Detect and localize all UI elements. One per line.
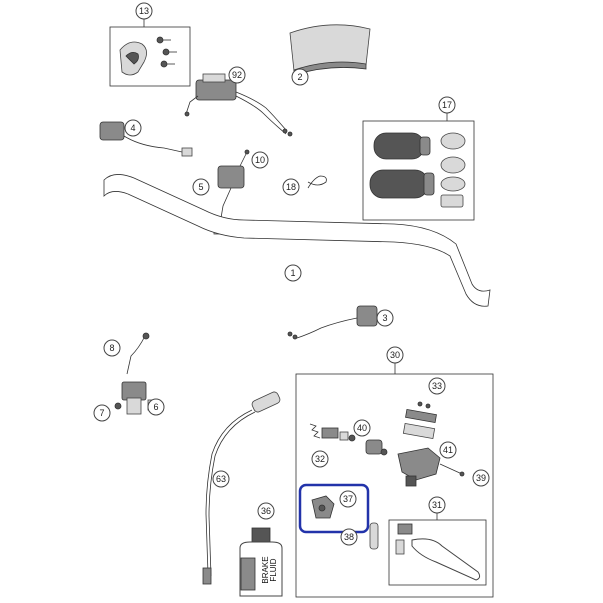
svg-text:1: 1 <box>290 268 295 278</box>
part-1-handlebar[interactable] <box>103 174 491 307</box>
part-group-30 <box>295 373 494 598</box>
part-92-switch[interactable] <box>184 73 293 137</box>
callout-18[interactable]: 18 <box>282 178 300 196</box>
svg-text:13: 13 <box>139 6 149 16</box>
svg-text:32: 32 <box>315 454 325 464</box>
part-63-cable[interactable] <box>202 391 281 585</box>
svg-text:10: 10 <box>255 155 265 165</box>
callout-1[interactable]: 1 <box>284 264 302 282</box>
part-32-piston-kit[interactable] <box>309 423 356 442</box>
part-3-switch[interactable] <box>287 305 378 340</box>
part-33-reservoir-cover[interactable] <box>402 401 437 439</box>
svg-text:3: 3 <box>382 313 387 323</box>
part-4-switch[interactable] <box>99 121 193 157</box>
svg-text:30: 30 <box>390 350 400 360</box>
svg-text:38: 38 <box>344 532 354 542</box>
svg-text:5: 5 <box>198 182 203 192</box>
part-41-master-cylinder[interactable] <box>397 447 465 487</box>
svg-text:36: 36 <box>261 506 271 516</box>
svg-text:40: 40 <box>357 423 367 433</box>
callout-31[interactable]: 31 <box>428 496 446 514</box>
svg-text:2: 2 <box>297 72 302 82</box>
svg-text:31: 31 <box>432 500 442 510</box>
callout-41[interactable]: 41 <box>439 441 457 459</box>
callout-30[interactable]: 30 <box>386 346 404 364</box>
callout-5[interactable]: 5 <box>192 178 210 196</box>
svg-text:33: 33 <box>432 381 442 391</box>
svg-text:39: 39 <box>476 473 486 483</box>
svg-text:37: 37 <box>343 494 353 504</box>
callout-63[interactable]: 63 <box>212 470 230 488</box>
part-40-boot[interactable] <box>365 439 388 456</box>
part-18-cable-tie[interactable] <box>307 175 327 189</box>
part-group-13[interactable] <box>109 26 191 87</box>
callout-38[interactable]: 38 <box>340 528 358 546</box>
callout-7[interactable]: 7 <box>93 404 111 422</box>
part-2-bar-pad[interactable] <box>289 24 371 76</box>
callout-17[interactable]: 17 <box>438 96 456 114</box>
bottle-label-brake: BRAKE <box>261 556 270 583</box>
callout-39[interactable]: 39 <box>472 469 490 487</box>
callout-33[interactable]: 33 <box>428 377 446 395</box>
part-group-31-lever[interactable] <box>388 519 487 586</box>
part-group-17-grips[interactable] <box>362 120 475 221</box>
part-6-bracket[interactable] <box>114 332 159 415</box>
callout-40[interactable]: 40 <box>353 419 371 437</box>
highlight-frame-37 <box>298 483 370 534</box>
callout-6[interactable]: 6 <box>147 398 165 416</box>
bottle-label-fluid: FLUID <box>269 558 278 581</box>
callout-36[interactable]: 36 <box>257 502 275 520</box>
part-36-brake-fluid[interactable]: BRAKE FLUID <box>239 527 283 597</box>
callout-10[interactable]: 10 <box>251 151 269 169</box>
svg-text:4: 4 <box>130 123 135 133</box>
svg-text:92: 92 <box>232 70 242 80</box>
svg-text:18: 18 <box>286 182 296 192</box>
callout-37[interactable]: 37 <box>339 490 357 508</box>
svg-text:41: 41 <box>443 445 453 455</box>
callout-13[interactable]: 13 <box>135 2 153 20</box>
callout-4[interactable]: 4 <box>124 119 142 137</box>
callout-32[interactable]: 32 <box>311 450 329 468</box>
svg-text:63: 63 <box>216 474 226 484</box>
svg-text:8: 8 <box>109 343 114 353</box>
callout-3[interactable]: 3 <box>376 309 394 327</box>
part-37-clamp[interactable] <box>311 495 335 519</box>
svg-text:7: 7 <box>99 408 104 418</box>
svg-text:6: 6 <box>153 402 158 412</box>
svg-text:17: 17 <box>442 100 452 110</box>
callout-8[interactable]: 8 <box>103 339 121 357</box>
callout-92[interactable]: 92 <box>228 66 246 84</box>
part-38-pin[interactable] <box>369 522 379 550</box>
callout-2[interactable]: 2 <box>291 68 309 86</box>
